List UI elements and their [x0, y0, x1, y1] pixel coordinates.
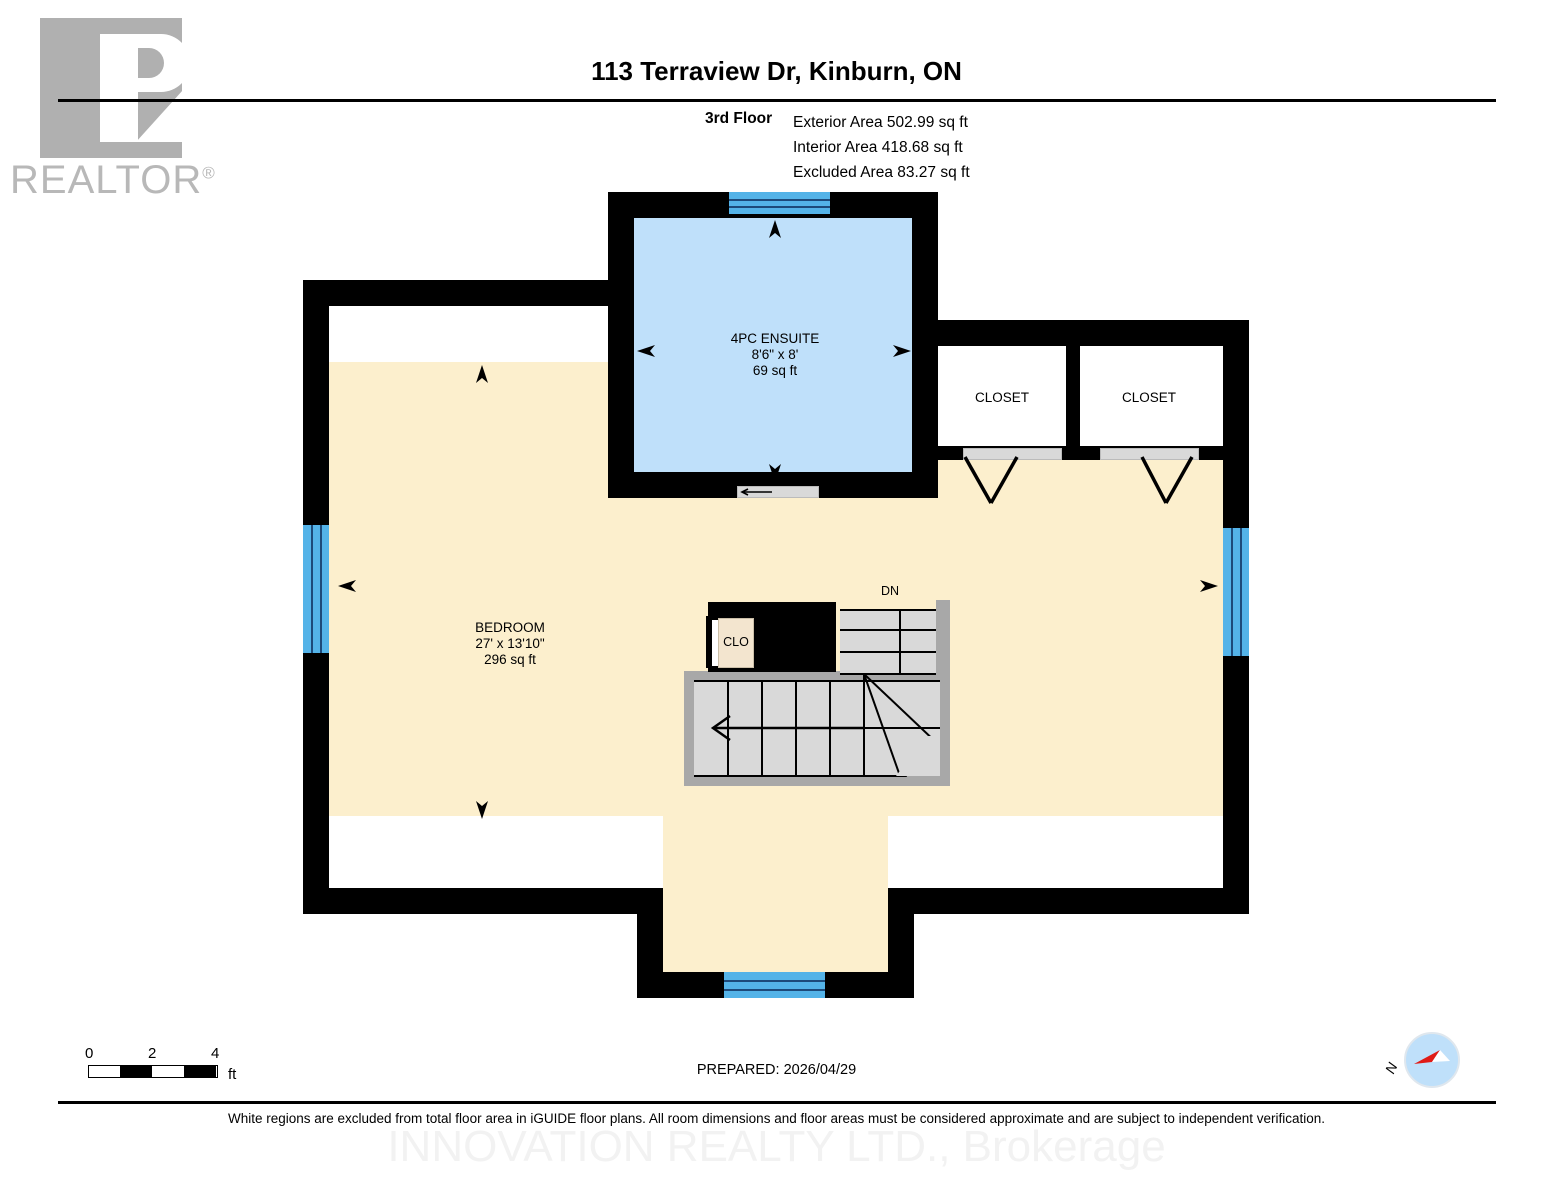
wall-main-bottom-left — [303, 888, 663, 914]
room-closet-right-fill — [1080, 346, 1223, 446]
compass-rose-icon — [1404, 1032, 1460, 1088]
scale-unit-label: ft — [228, 1066, 237, 1083]
prepared-date: PREPARED: 2026/04/29 — [696, 1062, 857, 1078]
ensuite-area: 69 sq ft — [752, 363, 798, 378]
realtor-logo: REALTOR® — [10, 18, 215, 208]
window-pane-line — [729, 199, 830, 201]
door-ensuite-sliding — [737, 486, 819, 498]
scale-tick-4: 4 — [211, 1045, 220, 1062]
registered-mark-icon: ® — [202, 163, 216, 183]
window-pane-line — [724, 980, 825, 982]
wall-main-top-left — [303, 280, 634, 306]
window-pane-line — [1240, 528, 1242, 656]
compass-needle-icon — [1414, 1050, 1450, 1064]
scale-segment — [120, 1066, 152, 1077]
floor-label: 3rd Floor — [705, 110, 773, 127]
scale-segment — [184, 1066, 216, 1077]
window-pane-line — [320, 525, 322, 653]
closet-left-name: CLOSET — [974, 390, 1029, 405]
room-label-stair-closet: CLO — [706, 634, 766, 650]
realtor-wordmark-text: REALTOR — [10, 158, 203, 202]
room-label-closet-right: CLOSET — [1099, 390, 1199, 406]
window-pane-line — [724, 989, 825, 991]
door-closet-left-panel — [963, 448, 1062, 460]
realtor-r-stem — [100, 34, 138, 142]
exterior-area-text: Exterior Area 502.99 sq ft — [793, 114, 968, 131]
stair-closet-door-gap — [712, 620, 722, 666]
door-closet-right-panel — [1100, 448, 1199, 460]
ensuite-name: 4PC ENSUITE — [730, 331, 820, 346]
scale-bar — [88, 1065, 218, 1078]
window-right-wall — [1223, 528, 1249, 656]
stair-treads-upper — [840, 610, 936, 674]
stair-closet-name: CLO — [723, 635, 749, 649]
bedroom-dimensions: 27' x 13'10" — [475, 636, 545, 651]
brokerage-watermark: INNOVATION REALTY LTD., Brokerage — [387, 1122, 1166, 1171]
stairs-direction-text: DN — [880, 584, 900, 598]
bedroom-name: BEDROOM — [475, 620, 545, 635]
window-ensuite-top — [729, 192, 830, 214]
excluded-area-top-left — [329, 306, 608, 362]
disclaimer-divider — [58, 1101, 1496, 1104]
room-bedroom-fill-upper — [329, 362, 608, 498]
room-bay-fill — [663, 816, 888, 972]
window-pane-line — [1231, 528, 1233, 656]
room-label-closet-left: CLOSET — [952, 390, 1052, 406]
wall-ensuite-left — [608, 192, 634, 498]
bedroom-area: 296 sq ft — [484, 652, 536, 667]
wall-main-top-right — [912, 320, 1249, 346]
interior-area-text: Interior Area 418.68 sq ft — [793, 139, 963, 156]
closet-right-name: CLOSET — [1121, 390, 1176, 405]
realtor-wordmark: REALTOR® — [10, 158, 216, 203]
window-bay-bottom — [724, 972, 825, 998]
title-divider — [58, 99, 1496, 102]
room-bedroom-fill-right-upper — [938, 460, 1223, 498]
window-pane-line — [729, 206, 830, 208]
window-left-wall — [303, 525, 329, 653]
realtor-r-leg — [136, 80, 192, 142]
wall-main-bottom-right — [888, 888, 1249, 914]
disclaimer-text: White regions are excluded from total fl… — [227, 1111, 1326, 1126]
window-pane-line — [311, 525, 313, 653]
scale-tick-0: 0 — [85, 1045, 94, 1062]
excluded-area-bottom-left — [329, 816, 663, 888]
scale-tick-2: 2 — [148, 1045, 157, 1062]
ensuite-dimensions: 8'6" x 8' — [751, 347, 799, 362]
stair-closet-fill — [718, 618, 754, 668]
realtor-logo-mark — [40, 18, 192, 158]
stair-treads-lower — [694, 681, 940, 776]
room-ensuite-fill — [634, 218, 912, 472]
excluded-area-bottom-right — [888, 816, 1223, 888]
room-closet-left-fill — [938, 346, 1066, 446]
stairs-direction-label: DN — [860, 583, 920, 599]
room-label-bedroom: BEDROOM 27' x 13'10" 296 sq ft — [408, 620, 612, 668]
area-summary: Exterior Area 502.99 sq ft Interior Area… — [793, 110, 970, 185]
stair-closet-wall — [706, 616, 716, 668]
realtor-r-bowl-inner — [138, 48, 164, 78]
wall-closet-divider — [1066, 346, 1080, 456]
room-label-ensuite: 4PC ENSUITE 8'6" x 8' 69 sq ft — [673, 331, 877, 379]
excluded-area-text: Excluded Area 83.27 sq ft — [793, 164, 970, 181]
page-title: 113 Terraview Dr, Kinburn, ON — [591, 56, 962, 86]
